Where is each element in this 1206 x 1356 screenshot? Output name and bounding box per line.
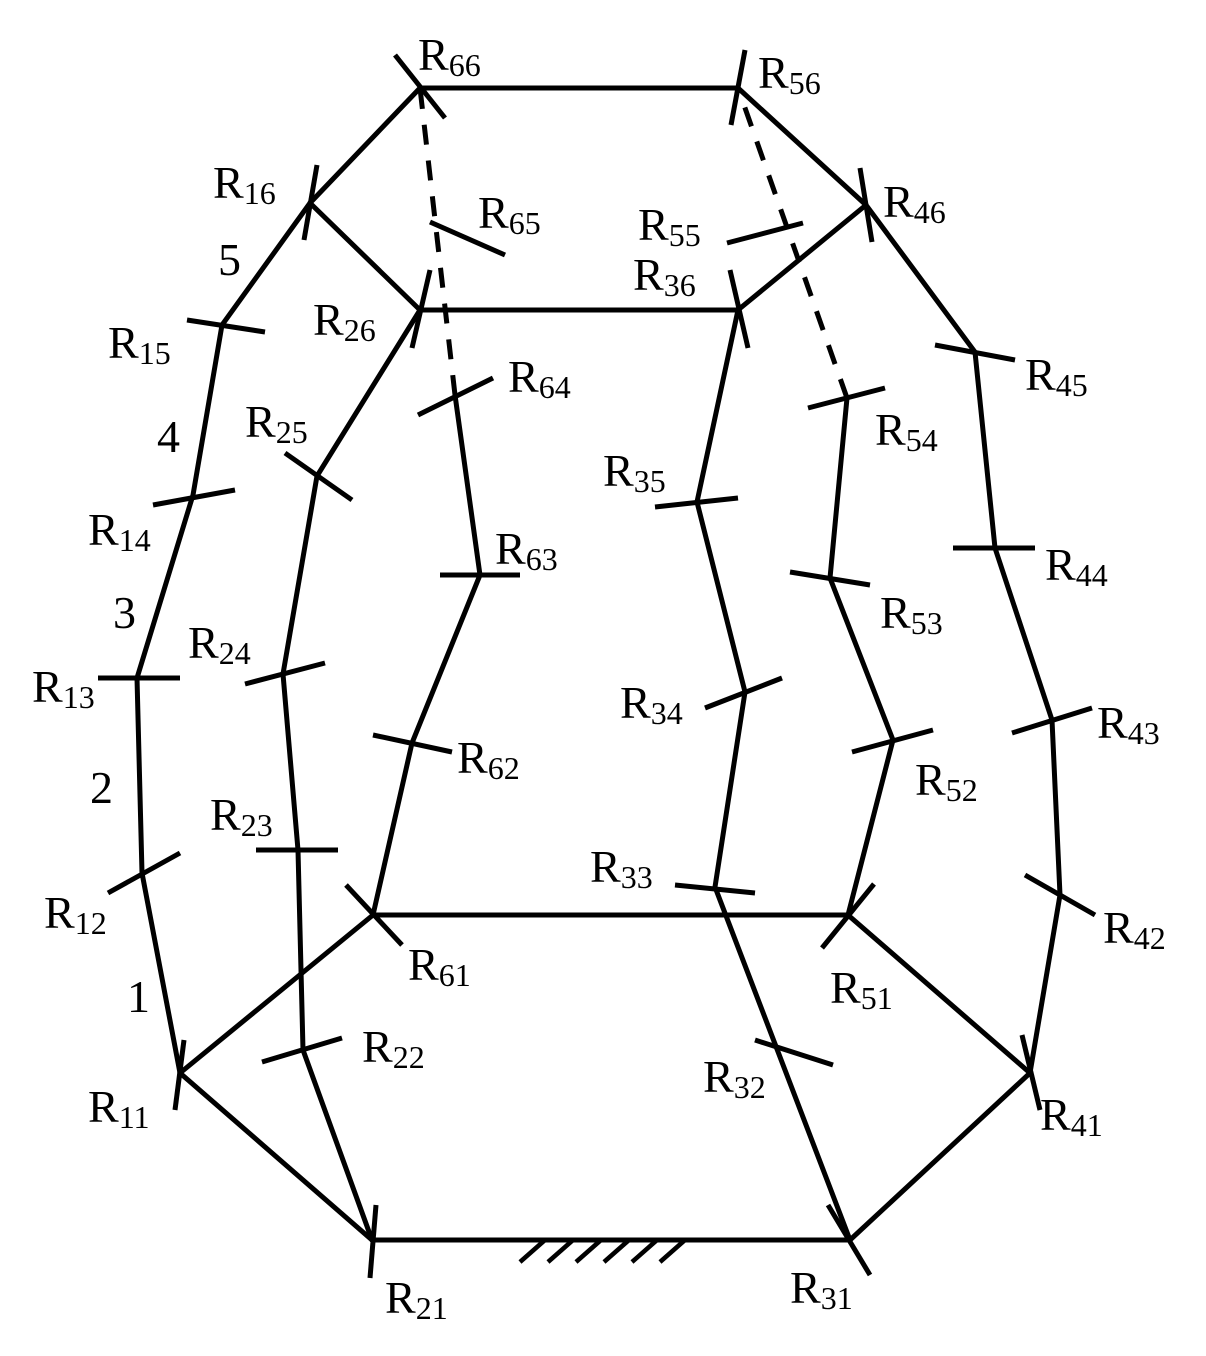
link-numbers: 1 2 3 4 5	[90, 234, 241, 1022]
joint-r56	[728, 49, 748, 126]
label-r13: R13	[32, 661, 95, 715]
label-r33: R33	[590, 841, 653, 895]
joint-r55	[726, 220, 804, 246]
label-r45: R45	[1025, 349, 1088, 403]
edge-r21-r11	[177, 1070, 375, 1243]
link-number-1: 1	[127, 971, 150, 1022]
joint-r31	[825, 1203, 873, 1277]
joint-r45	[934, 342, 1016, 363]
label-r23: R23	[210, 789, 273, 843]
joint-r65	[428, 219, 507, 258]
joint-r42	[1023, 872, 1097, 918]
joint-r36	[727, 269, 751, 349]
label-r62: R62	[457, 732, 520, 786]
joint-r66	[393, 53, 447, 120]
label-r21: R21	[385, 1272, 448, 1326]
label-r65: R65	[478, 187, 541, 241]
joint-marks	[98, 49, 1097, 1279]
edge-r46-r36	[735, 202, 869, 313]
joint-r61	[344, 883, 404, 947]
label-r42: R42	[1103, 902, 1166, 956]
joint-r34	[704, 675, 783, 711]
edge-r51-r41	[845, 912, 1033, 1076]
label-r63: R63	[495, 523, 558, 577]
label-r56: R56	[758, 47, 821, 101]
joint-r52	[851, 727, 934, 755]
label-r55: R55	[638, 199, 701, 253]
label-r52: R52	[915, 754, 978, 808]
link-number-5: 5	[218, 234, 241, 285]
label-r31: R31	[790, 1262, 853, 1316]
label-r64: R64	[508, 351, 571, 405]
joint-r32	[754, 1037, 834, 1068]
limb-4	[863, 202, 1063, 1076]
label-r53: R53	[880, 587, 943, 641]
link-number-2: 2	[90, 762, 113, 813]
top-platform	[307, 85, 869, 313]
limb-6	[370, 87, 483, 918]
limb-5	[735, 87, 896, 918]
joint-r26	[409, 269, 433, 349]
link-number-3: 3	[113, 587, 136, 638]
label-r66: R66	[418, 29, 481, 83]
label-r54: R54	[875, 404, 938, 458]
label-r34: R34	[620, 677, 683, 731]
label-r46: R46	[883, 176, 946, 230]
label-r51: R51	[830, 962, 893, 1016]
base-platform	[177, 912, 1033, 1243]
joint-r22	[261, 1035, 343, 1065]
edge-r56-r46	[735, 85, 869, 208]
label-r11: R11	[88, 1081, 150, 1135]
label-r26: R26	[313, 294, 376, 348]
label-r35: R35	[603, 445, 666, 499]
label-r41: R41	[1040, 1089, 1103, 1143]
label-r15: R15	[108, 317, 171, 371]
label-r25: R25	[245, 396, 308, 450]
label-r44: R44	[1045, 539, 1108, 593]
link-number-4: 4	[157, 411, 180, 462]
joint-r43	[1011, 705, 1093, 736]
joint-r33	[674, 882, 756, 896]
joint-r25	[283, 450, 354, 503]
label-r22: R22	[362, 1021, 425, 1075]
label-r61: R61	[408, 939, 471, 993]
label-r43: R43	[1097, 697, 1160, 751]
joint-r53	[789, 569, 871, 588]
edge-r41-r31	[847, 1070, 1033, 1243]
label-r24: R24	[188, 617, 251, 671]
limb-2	[280, 307, 423, 1243]
edge-r26-r16	[307, 200, 423, 313]
joint-r24	[244, 660, 326, 687]
joint-r11	[172, 1039, 187, 1111]
edge-r11-r61	[177, 912, 376, 1076]
joint-r12	[106, 850, 182, 896]
limb-1	[134, 200, 313, 1076]
joint-r54	[807, 385, 886, 411]
joint-r35	[654, 495, 739, 510]
joint-r51	[820, 882, 876, 950]
label-r14: R14	[88, 504, 151, 558]
label-r36: R36	[633, 249, 696, 303]
joint-r15	[186, 317, 266, 335]
joint-r64	[416, 375, 495, 418]
joint-r62	[372, 732, 453, 755]
edge-r16-r66	[307, 85, 423, 206]
joint-r14	[152, 487, 236, 508]
label-r12: R12	[44, 887, 107, 941]
label-r16: R16	[213, 157, 276, 211]
joint-r21	[367, 1204, 379, 1279]
joint-r41	[1019, 1034, 1043, 1111]
joint-r16	[301, 164, 320, 241]
label-r32: R32	[703, 1051, 766, 1105]
joint-r46	[857, 167, 875, 243]
joint-labels: R11 R12 R13 R14 R15 R16 R21 R22 R23 R24 …	[32, 29, 1166, 1326]
ground-hatch	[518, 1238, 687, 1264]
